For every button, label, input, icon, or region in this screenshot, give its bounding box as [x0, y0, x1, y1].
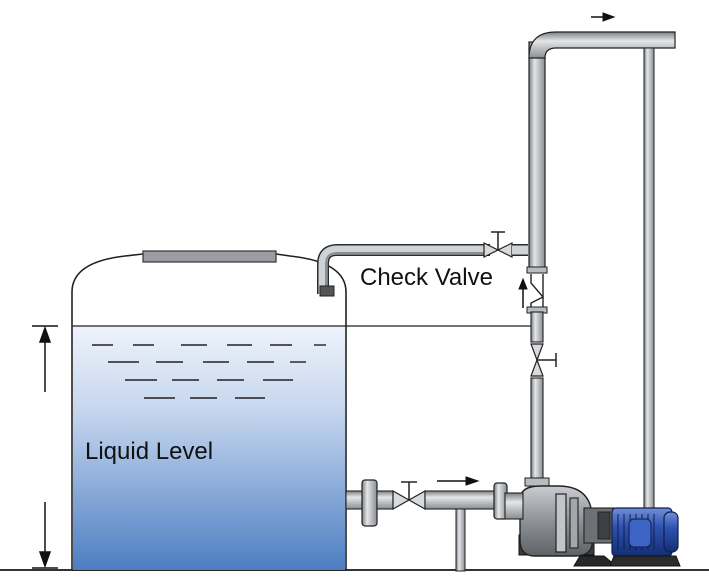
- check-valve-label: Check Valve: [360, 264, 493, 291]
- storage-tank: Liquid Level: [71, 250, 535, 571]
- liquid-level-label: Liquid Level: [85, 438, 213, 465]
- tank-hatch: [142, 250, 277, 263]
- return-line-gate-valve[interactable]: [483, 231, 513, 258]
- centrifugal-pump[interactable]: [504, 485, 618, 567]
- tank-liquid: [73, 326, 345, 570]
- return-line: [317, 244, 490, 297]
- suction-gate-valve[interactable]: [392, 481, 426, 511]
- top-outlet-arrow: [591, 12, 616, 22]
- check-valve-symbol: [530, 274, 545, 310]
- liquid-ripples: [92, 344, 326, 399]
- electric-motor[interactable]: [609, 507, 681, 567]
- suction-line-arrow: [437, 476, 480, 486]
- discharge-riser: [524, 31, 676, 487]
- discharge-gate-valve[interactable]: [530, 343, 557, 377]
- suction-line: [345, 479, 508, 572]
- level-dimension-marker: [32, 325, 58, 569]
- discharge-up-arrow: [518, 277, 528, 308]
- support-column: [643, 47, 655, 554]
